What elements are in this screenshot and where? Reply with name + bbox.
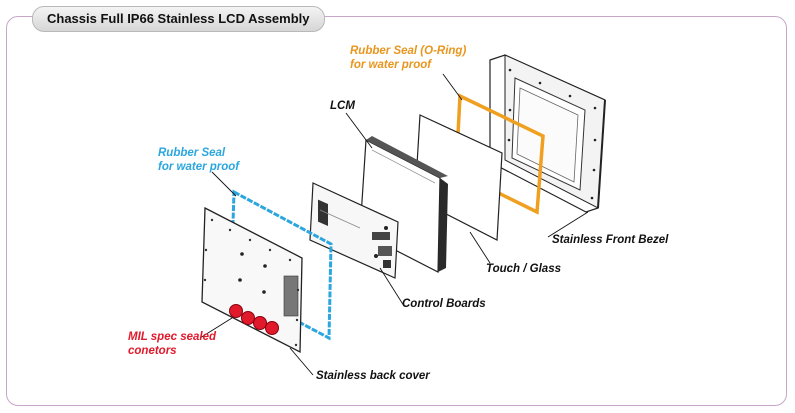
front-bezel-label: Stainless Front Bezel bbox=[552, 234, 669, 246]
lcm-label: LCM bbox=[330, 100, 355, 112]
diagram-title: Chassis Full IP66 Stainless LCD Assembly bbox=[32, 6, 325, 32]
control-boards-label: Control Boards bbox=[402, 298, 486, 310]
touch-glass-label: Touch / Glass bbox=[486, 263, 561, 275]
control-boards bbox=[309, 182, 399, 279]
front-bezel bbox=[489, 54, 606, 213]
back-cover-label: Stainless back cover bbox=[316, 370, 430, 382]
oring-label: Rubber Seal (O-Ring) for water proof bbox=[350, 45, 467, 71]
mil-connectors-label: MIL spec sealed conetors bbox=[128, 331, 216, 357]
rubber-seal-label: Rubber Seal for water proof bbox=[158, 147, 240, 173]
back-cover bbox=[201, 206, 303, 354]
mil-connectors bbox=[229, 304, 279, 335]
leader-lines bbox=[199, 73, 589, 376]
